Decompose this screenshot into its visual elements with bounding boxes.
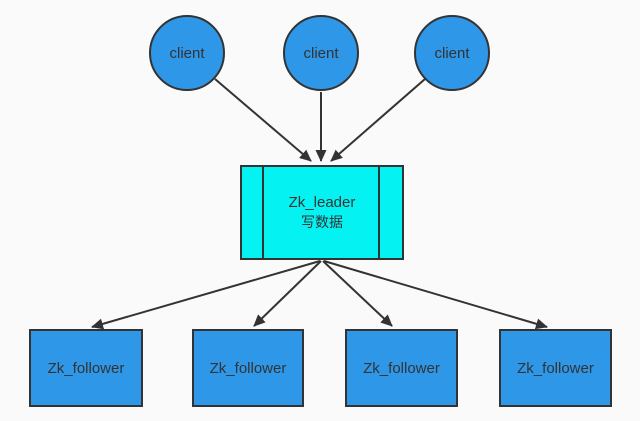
edge-client1-leader xyxy=(214,78,312,162)
node-zk-follower-4: Zk_follower xyxy=(499,329,612,407)
node-client-1: client xyxy=(149,15,225,91)
client-2-label: client xyxy=(303,44,339,62)
leader-subtitle: 写数据 xyxy=(300,214,343,231)
node-zk-follower-3: Zk_follower xyxy=(345,329,458,407)
client-3-label: client xyxy=(434,44,470,62)
edge-leader-follower2 xyxy=(253,260,322,327)
leader-title: Zk_leader xyxy=(288,193,356,211)
node-client-2: client xyxy=(283,15,359,91)
follower-3-label: Zk_follower xyxy=(363,359,440,377)
edge-leader-follower4 xyxy=(323,260,548,330)
follower-2-label: Zk_follower xyxy=(209,359,287,377)
node-zk-follower-2: Zk_follower xyxy=(192,329,304,407)
node-zk-follower-1: Zk_follower xyxy=(29,329,143,407)
client-1-label: client xyxy=(169,44,205,62)
leader-right-bar xyxy=(378,166,380,259)
leader-left-bar xyxy=(262,166,264,259)
edge-leader-follower3 xyxy=(322,260,393,327)
follower-1-label: Zk_follower xyxy=(47,359,125,377)
node-client-3: client xyxy=(414,15,490,91)
leader-text: Zk_leader 写数据 xyxy=(289,193,356,232)
edge-client3-leader xyxy=(330,78,426,162)
follower-4-label: Zk_follower xyxy=(517,359,594,377)
edge-leader-follower1 xyxy=(91,260,321,330)
node-zk-leader: Zk_leader 写数据 xyxy=(240,165,404,260)
